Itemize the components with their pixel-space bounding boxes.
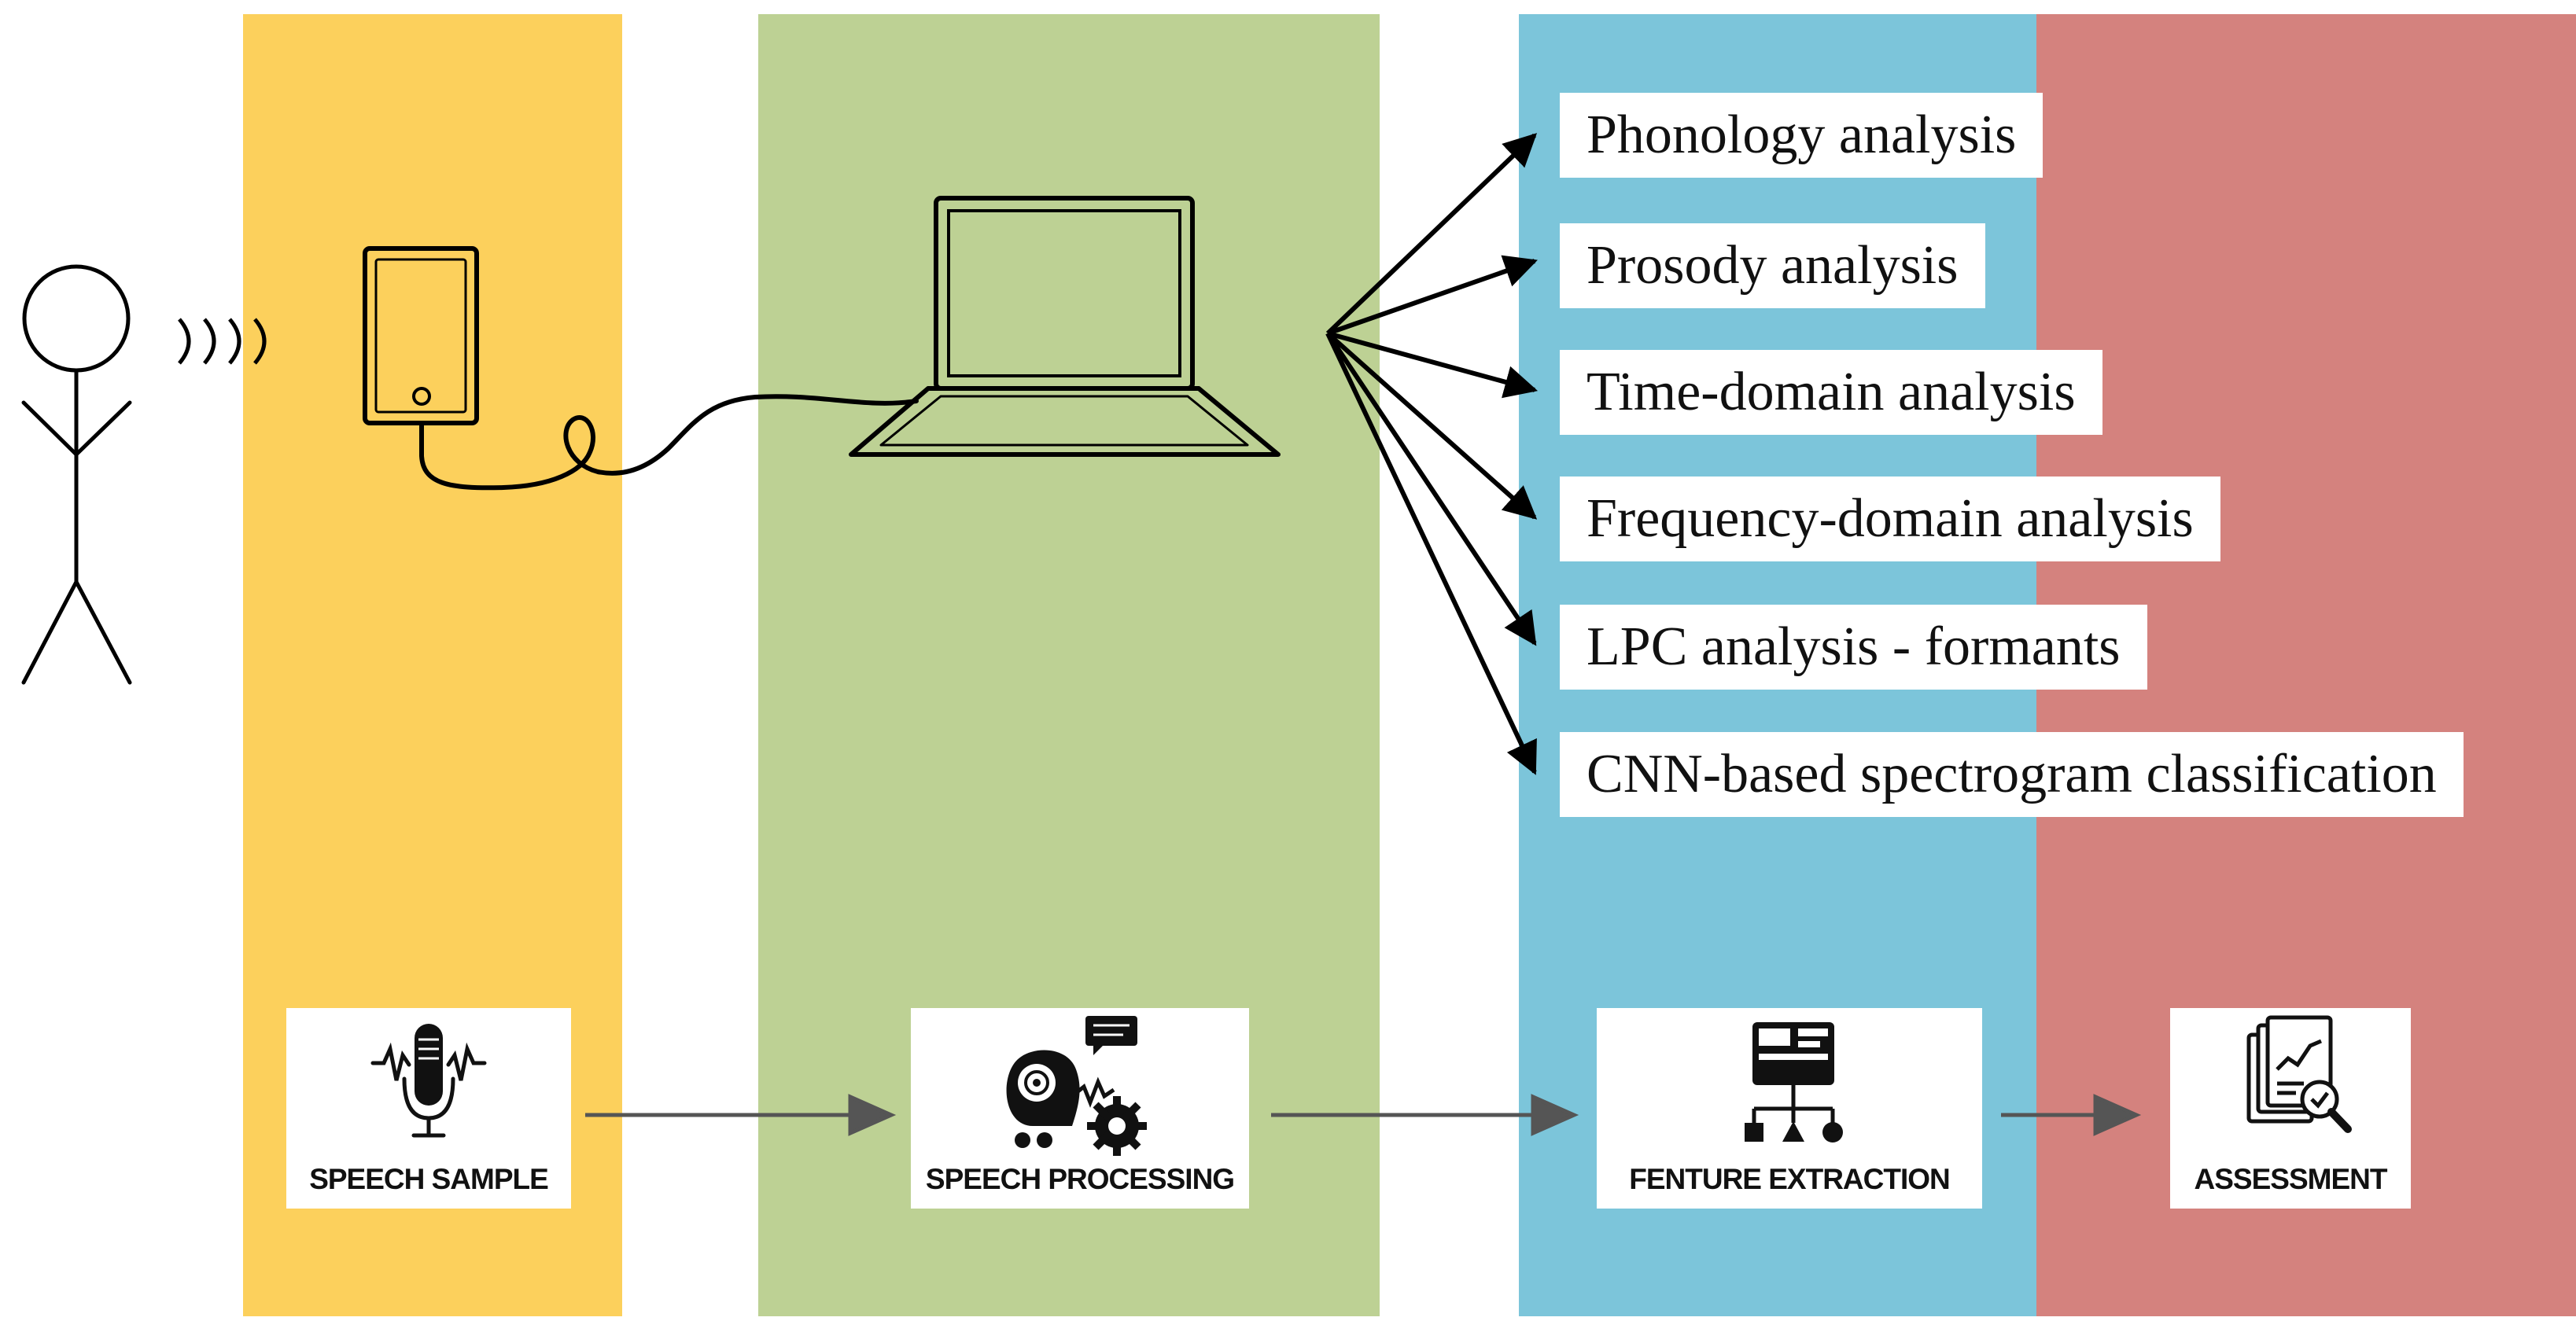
feature-fan-arrows [1325, 133, 1539, 775]
smartphone-icon [363, 246, 479, 425]
stick-figure-icon [21, 264, 132, 685]
feature-box-lpc: LPC analysis - formants [1560, 605, 2147, 690]
stage-card-speech-sample: SPEECH SAMPLE [286, 1008, 571, 1209]
feature-extraction-icon [1745, 1022, 1843, 1143]
stage-card-feature-extraction: FENTURE EXTRACTION [1597, 1008, 1982, 1209]
stage-card-speech-processing: SPEECH PROCESSING [911, 1008, 1249, 1209]
feature-box-frequency-domain: Frequency-domain analysis [1560, 477, 2220, 561]
stage-label-speech-sample: SPEECH SAMPLE [309, 1163, 549, 1195]
laptop-icon [849, 196, 1281, 457]
assessment-icon [2246, 1015, 2352, 1133]
speech-processing-icon [1006, 1016, 1147, 1156]
sound-waves-icon [178, 318, 267, 365]
feature-box-time-domain: Time-domain analysis [1560, 350, 2102, 435]
stage-label-assessment: ASSESSMENT [2194, 1163, 2388, 1195]
audio-cable [419, 394, 919, 491]
feature-box-phonology: Phonology analysis [1560, 93, 2043, 178]
stage-flow-arrows [585, 1094, 2142, 1136]
stage-label-feature-extraction: FENTURE EXTRACTION [1629, 1163, 1951, 1195]
feature-box-cnn: CNN-based spectrogram classification [1560, 732, 2464, 817]
feature-box-prosody: Prosody analysis [1560, 223, 1985, 308]
microphone-icon [370, 1024, 487, 1138]
stage-label-speech-processing: SPEECH PROCESSING [925, 1163, 1235, 1195]
stage-card-assessment: ASSESSMENT [2170, 1008, 2411, 1209]
